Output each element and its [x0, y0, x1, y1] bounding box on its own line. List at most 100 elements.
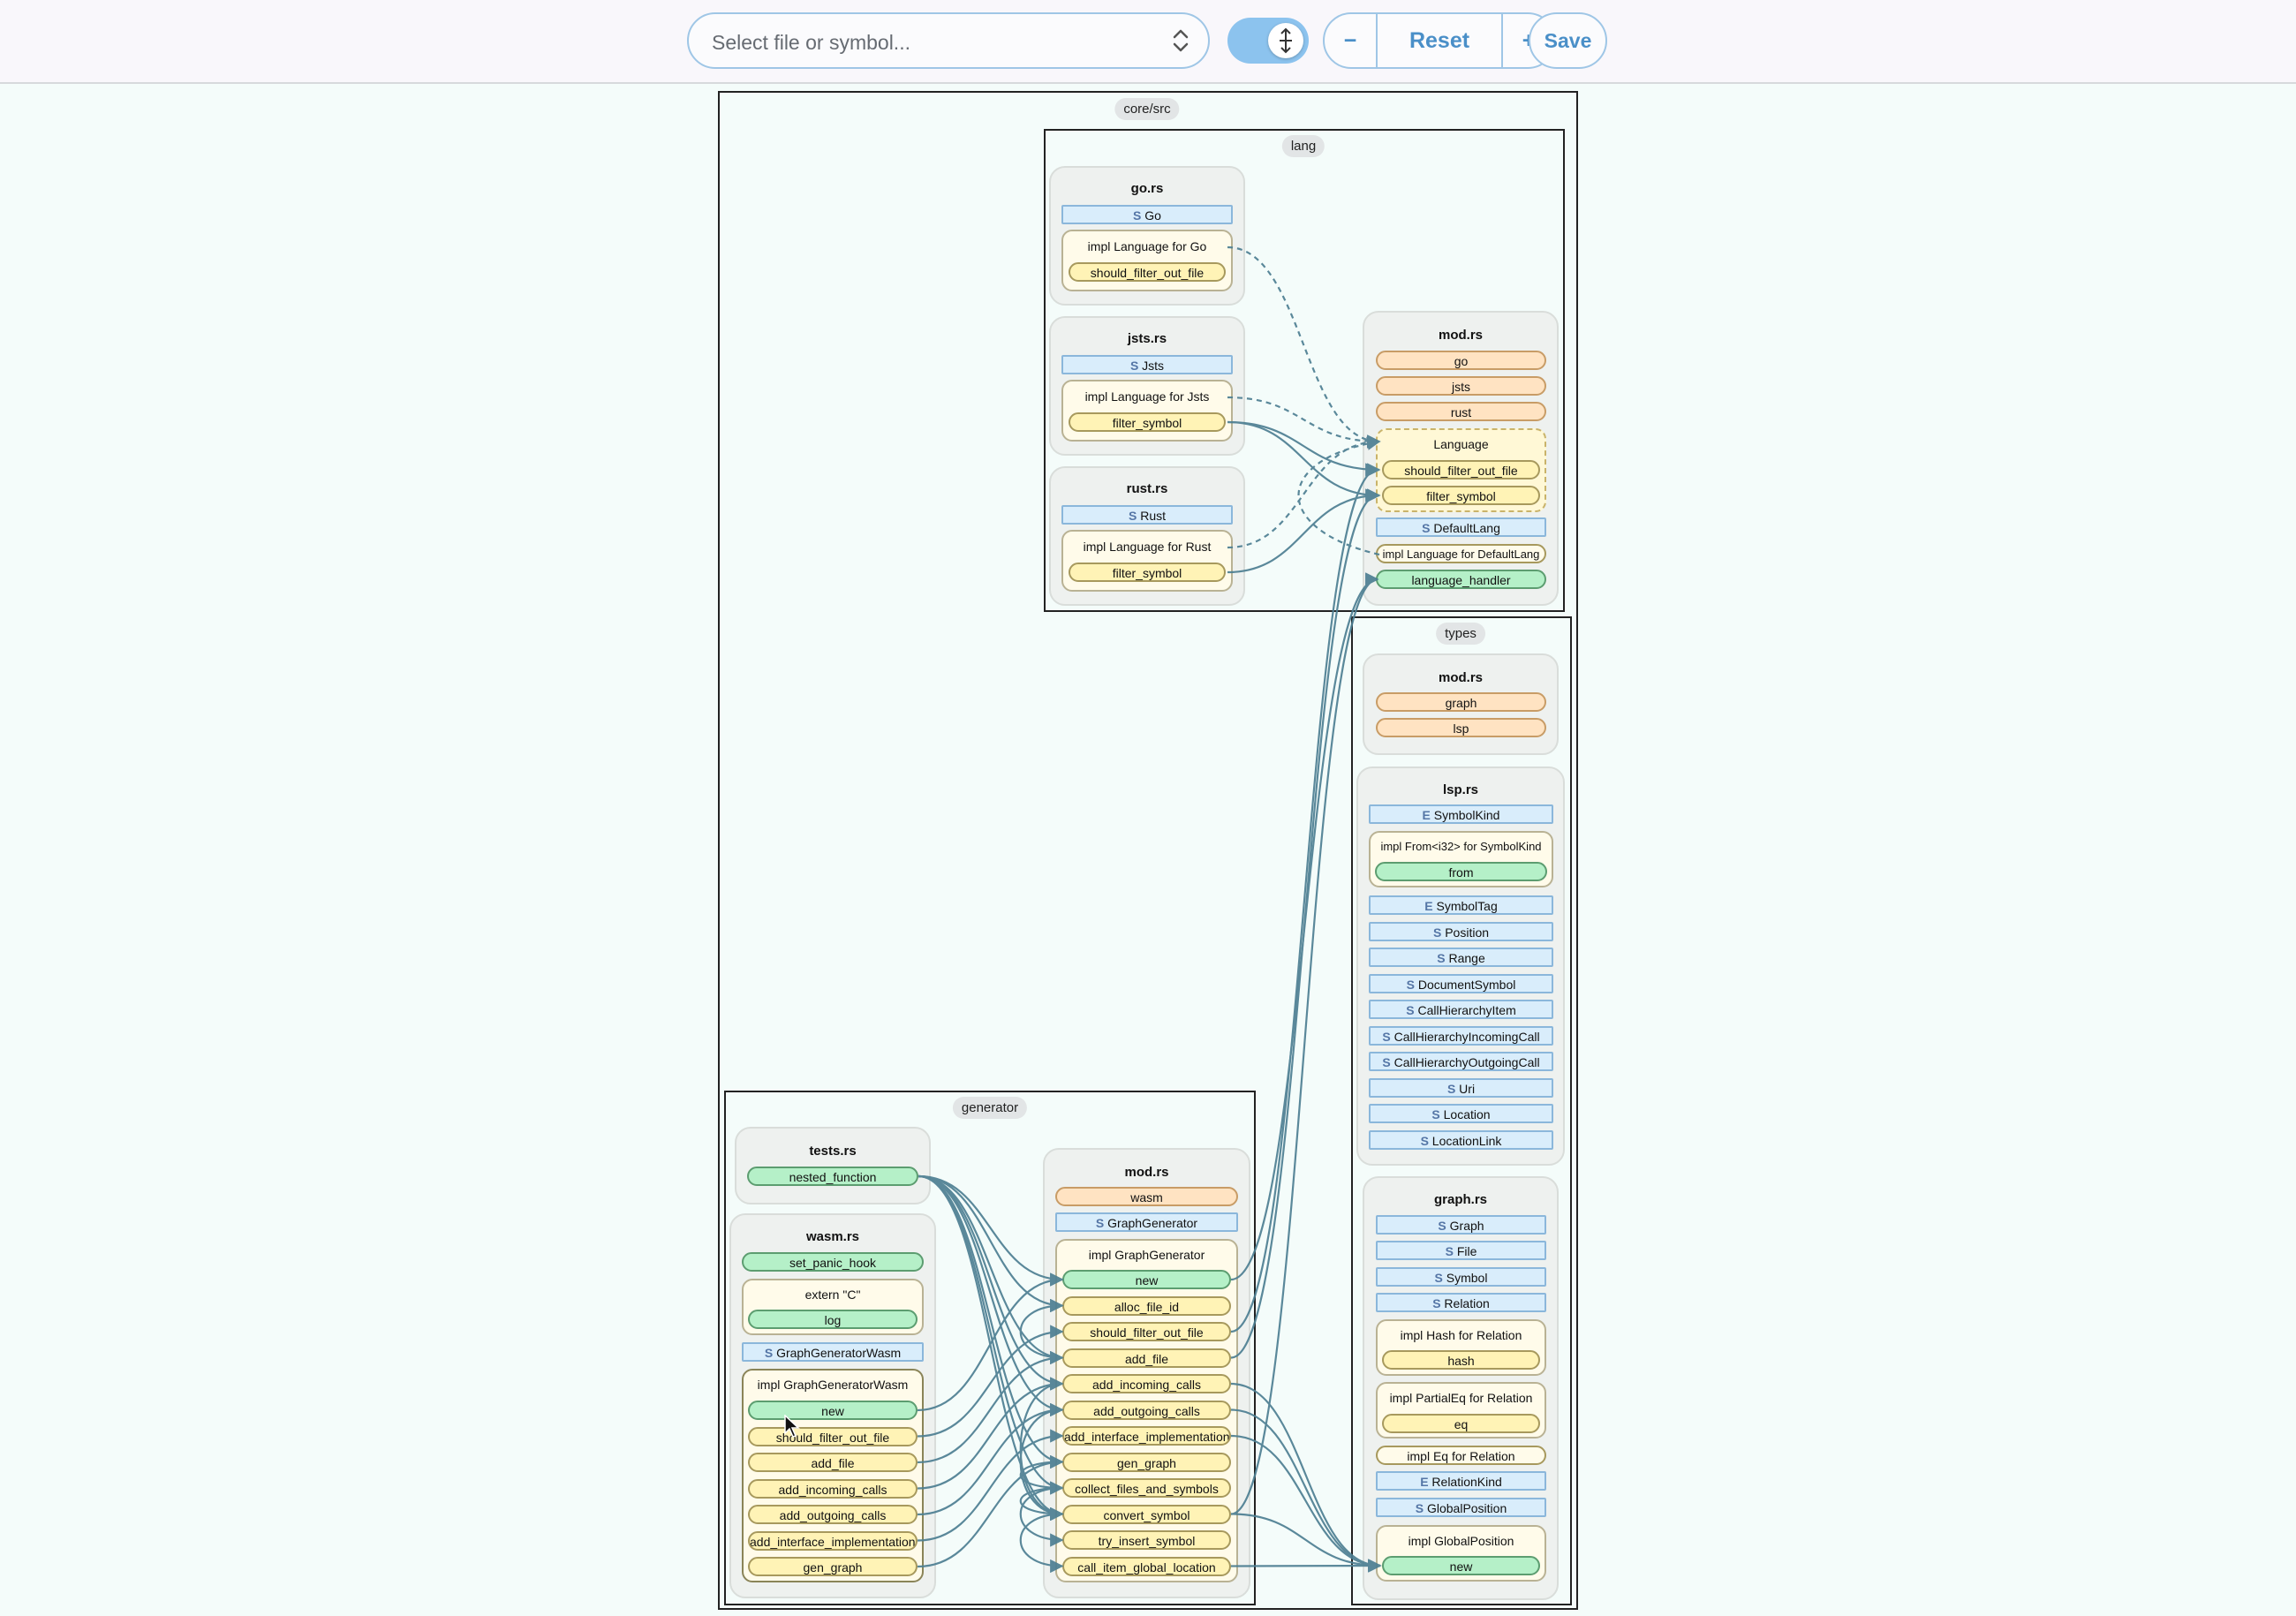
struct-rust[interactable]: S Rust: [1061, 505, 1233, 525]
module-rust[interactable]: rust: [1376, 402, 1546, 421]
struct-graphgeneratorwasm[interactable]: S GraphGeneratorWasm: [742, 1342, 924, 1362]
edge-nested-function-to-gen: [918, 1174, 1064, 1495]
struct-kind-icon: S: [1382, 1055, 1391, 1069]
edge-gen-internal: [1019, 1408, 1064, 1522]
gen-fn-add-file[interactable]: add_file: [1062, 1348, 1231, 1368]
struct-uri[interactable]: S Uri: [1369, 1077, 1553, 1098]
extern-label: extern "C": [804, 1288, 861, 1302]
edge-nested-function-to-gen: [918, 1174, 1064, 1417]
wasm-fn-new[interactable]: new: [748, 1401, 918, 1420]
struct-jsts[interactable]: S Jsts: [1061, 355, 1233, 374]
struct-file[interactable]: S File: [1376, 1241, 1546, 1260]
fn-language-handler[interactable]: language_handler: [1376, 570, 1546, 589]
node-label: Rust: [1140, 509, 1167, 523]
edge-should-filter-to-language: [1230, 463, 1379, 1333]
struct-globalposition[interactable]: S GlobalPosition: [1376, 1498, 1546, 1517]
gen-fn-gen-graph[interactable]: gen_graph: [1062, 1452, 1231, 1472]
save-button[interactable]: Save: [1529, 12, 1607, 69]
gen-fn-new[interactable]: new: [1062, 1270, 1231, 1289]
node-label: CallHierarchyItem: [1417, 1003, 1516, 1017]
edge-jsts-filter-to-trait: [1227, 420, 1381, 502]
reset-button[interactable]: Reset: [1409, 28, 1470, 53]
module-go[interactable]: go: [1376, 351, 1546, 370]
mouse-cursor-icon: [784, 1415, 800, 1438]
gen-fn-convert-symbol[interactable]: convert_symbol: [1062, 1504, 1231, 1524]
file-symbol-select[interactable]: Select file or symbol...: [687, 12, 1210, 69]
module-jsts[interactable]: jsts: [1376, 376, 1546, 396]
fn-set-panic-hook[interactable]: set_panic_hook: [742, 1252, 924, 1272]
edge-jsts-filter-to-trait-2: [1227, 420, 1381, 477]
edge-nested-function-to-gen: [918, 1174, 1064, 1522]
module-wasm[interactable]: wasm: [1055, 1187, 1238, 1206]
gen-fn-call-item-global-location[interactable]: call_item_global_location: [1062, 1556, 1231, 1576]
wasm-fn-add-file[interactable]: add_file: [748, 1453, 918, 1472]
fn-log[interactable]: log: [748, 1310, 918, 1329]
gen-fn-add-interface-implementations[interactable]: add_interface_implementations: [1062, 1426, 1231, 1446]
frame-generator: [724, 1091, 1256, 1605]
wasm-fn-add-interface-implementations[interactable]: add_interface_implementations: [748, 1530, 918, 1551]
gen-fn-collect-files-and-symbols[interactable]: collect_files_and_symbols: [1062, 1478, 1231, 1498]
struct-kind-icon: S: [1437, 951, 1446, 965]
struct-locationlink[interactable]: S LocationLink: [1369, 1129, 1553, 1150]
struct-documentsymbol[interactable]: S DocumentSymbol: [1369, 973, 1553, 993]
trait-fn-should-filter-out-file[interactable]: should_filter_out_file: [1382, 460, 1540, 480]
wasm-fn-gen-graph[interactable]: gen_graph: [748, 1557, 918, 1576]
toggle-knob: [1268, 23, 1303, 58]
impl-eq-for-relation[interactable]: impl Eq for Relation: [1376, 1446, 1546, 1465]
struct-position[interactable]: S Position: [1369, 921, 1553, 941]
enum-symboltag[interactable]: E SymbolTag: [1369, 895, 1553, 915]
trait-fn-filter-symbol[interactable]: filter_symbol: [1382, 486, 1540, 505]
wasm-fn-add-incoming-calls[interactable]: add_incoming_calls: [748, 1478, 918, 1499]
file-title: jsts.rs: [1127, 331, 1167, 346]
frame-types: [1351, 616, 1572, 1605]
file-tests-rs[interactable]: tests.rs: [735, 1127, 931, 1204]
frame-core-src: [718, 91, 1578, 1610]
impl-language-for-defaultlang[interactable]: impl Language for DefaultLang: [1376, 544, 1546, 563]
edge-wasm-filter-to-gen: [917, 1325, 1064, 1438]
struct-graphgenerator[interactable]: S GraphGenerator: [1055, 1212, 1238, 1232]
struct-callhierarchyincomingcall[interactable]: S CallHierarchyIncomingCall: [1369, 1025, 1553, 1046]
struct-defaultlang[interactable]: S DefaultLang: [1376, 517, 1546, 537]
enum-relationkind[interactable]: E RelationKind: [1376, 1471, 1546, 1491]
struct-callhierarchyitem[interactable]: S CallHierarchyItem: [1369, 1000, 1553, 1019]
module-lsp[interactable]: lsp: [1376, 718, 1546, 737]
select-placeholder: Select file or symbol...: [712, 31, 910, 54]
wasm-fn-should-filter-out-file[interactable]: should_filter_out_file: [748, 1426, 918, 1446]
wasm-fn-add-outgoing-calls[interactable]: add_outgoing_calls: [748, 1505, 918, 1524]
fn-filter-symbol[interactable]: filter_symbol: [1069, 563, 1226, 582]
chevron-up-down-icon: [1173, 29, 1189, 52]
gen-fn-should-filter-out-file[interactable]: should_filter_out_file: [1062, 1322, 1231, 1341]
struct-go[interactable]: S Go: [1061, 205, 1233, 224]
fn-globalposition-new[interactable]: new: [1382, 1556, 1540, 1575]
direction-toggle[interactable]: [1227, 18, 1309, 64]
struct-relation[interactable]: S Relation: [1376, 1293, 1546, 1312]
struct-kind-icon: S: [1432, 1296, 1441, 1310]
zoom-out-button[interactable]: −: [1343, 28, 1357, 53]
impl-label: impl Hash for Relation: [1400, 1328, 1522, 1342]
toolbar: Select file or symbol... − Reset + Save: [0, 0, 2296, 84]
file-title: graph.rs: [1433, 1192, 1487, 1207]
fn-nested-function[interactable]: nested_function: [747, 1167, 918, 1186]
struct-range[interactable]: S Range: [1369, 948, 1553, 967]
gen-fn-add-incoming-calls[interactable]: add_incoming_calls: [1062, 1374, 1231, 1393]
node-label: LocationLink: [1431, 1133, 1502, 1148]
enum-kind-icon: E: [1420, 1475, 1429, 1489]
gen-fn-add-outgoing-calls[interactable]: add_outgoing_calls: [1062, 1400, 1231, 1420]
struct-location[interactable]: S Location: [1369, 1104, 1553, 1123]
module-graph[interactable]: graph: [1376, 692, 1546, 712]
fn-hash[interactable]: hash: [1382, 1350, 1540, 1370]
impl-label: impl From<i32> for SymbolKind: [1380, 840, 1542, 853]
enum-symbolkind[interactable]: E SymbolKind: [1369, 804, 1553, 824]
struct-callhierarchyoutgoingcall[interactable]: S CallHierarchyOutgoingCall: [1369, 1052, 1553, 1071]
fn-filter-symbol[interactable]: filter_symbol: [1069, 412, 1226, 432]
struct-graph[interactable]: S Graph: [1376, 1215, 1546, 1235]
struct-symbol[interactable]: S Symbol: [1376, 1267, 1546, 1287]
fn-from[interactable]: from: [1375, 862, 1547, 881]
fn-should-filter-out-file[interactable]: should_filter_out_file: [1069, 262, 1226, 282]
gen-fn-try-insert-symbol[interactable]: try_insert_symbol: [1062, 1530, 1231, 1550]
edge-convert-to-language-handler: [1230, 572, 1379, 1515]
file-title: mod.rs: [1124, 1165, 1169, 1180]
struct-kind-icon: S: [1406, 977, 1415, 992]
node-label: File: [1456, 1244, 1477, 1258]
fn-eq[interactable]: eq: [1382, 1414, 1540, 1433]
